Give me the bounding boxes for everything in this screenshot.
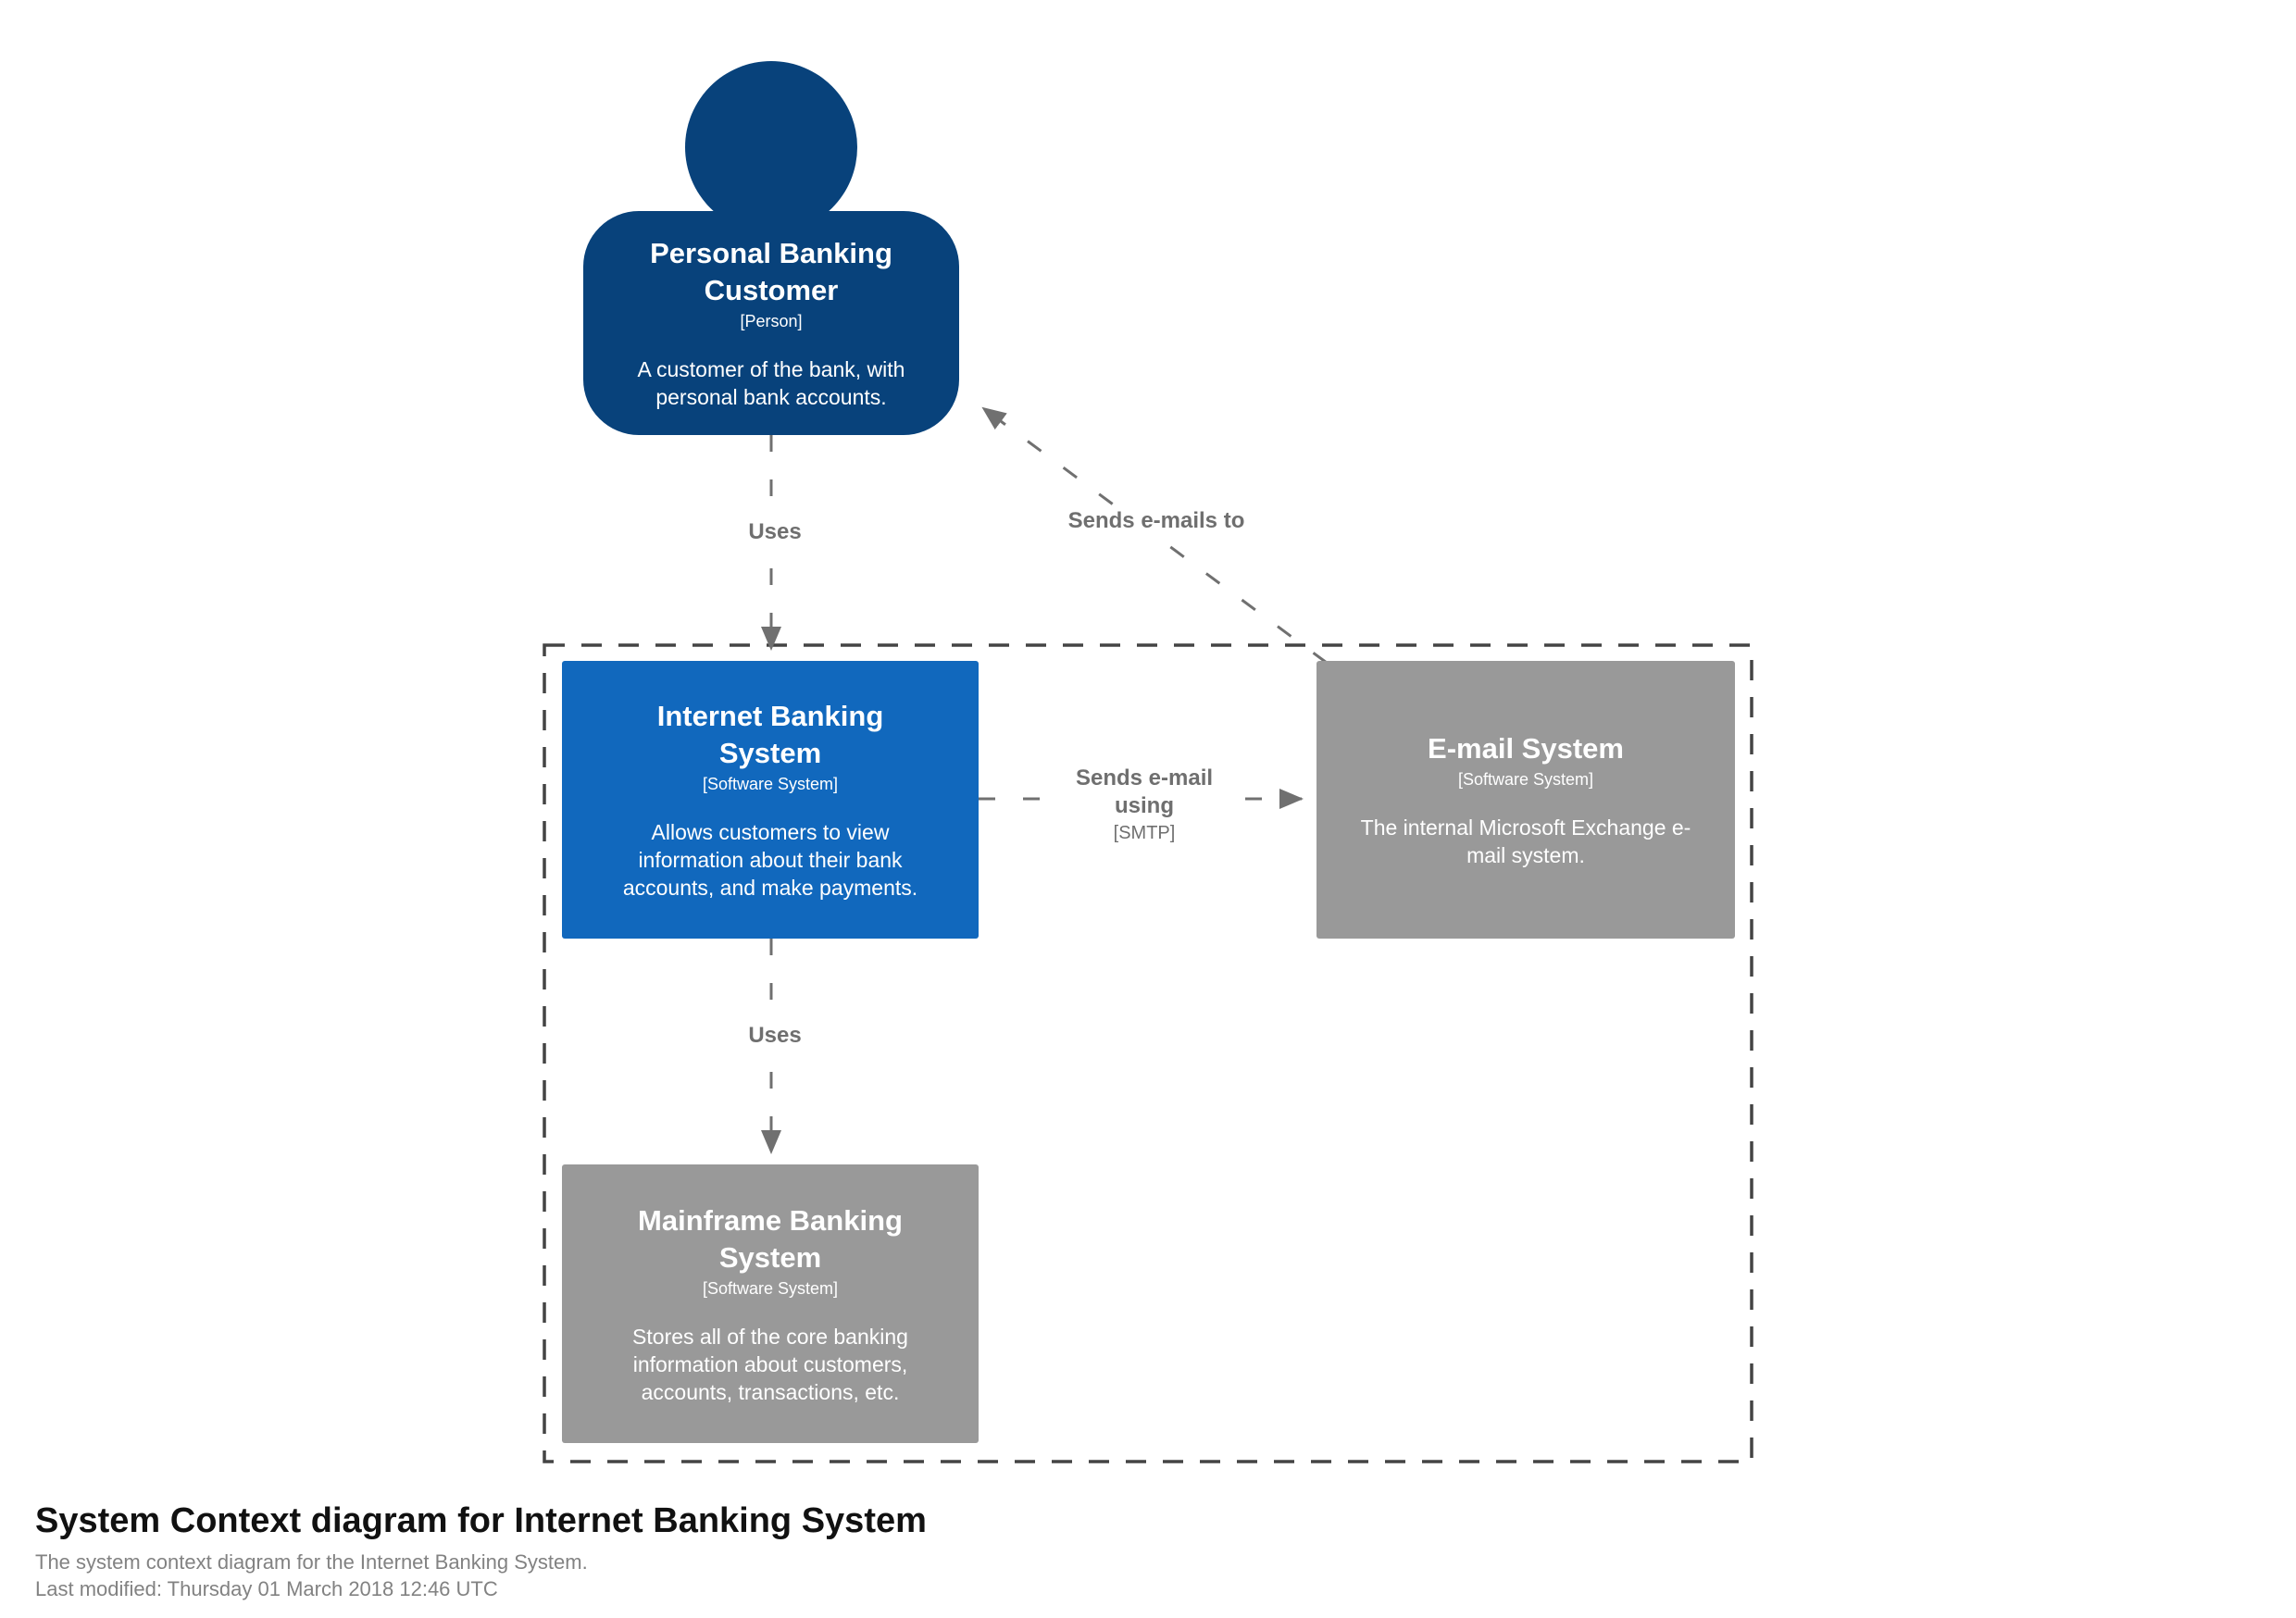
edge-label-sends-email-using: Sends e-mail using [SMTP] [1048, 763, 1241, 848]
edge-email-sends-emails-to-customer [981, 406, 1328, 665]
node-type: [Person] [740, 312, 803, 330]
edge-label-uses-mainframe: Uses [716, 1020, 834, 1052]
node-description: Allows customers to view information abo… [622, 820, 918, 900]
diagram-last-modified: Last modified: Thursday 01 March 2018 12… [35, 1577, 498, 1600]
node-description: A customer of the bank, with personal ba… [637, 357, 905, 409]
node-internet-banking-system[interactable]: Internet Banking System [Software System… [562, 661, 979, 939]
diagram-subtitle: The system context diagram for the Inter… [35, 1550, 588, 1574]
edge-label-technology: [SMTP] [1113, 823, 1176, 843]
diagram-title: System Context diagram for Internet Bank… [35, 1501, 927, 1540]
edge-label-uses-customer: Uses [716, 517, 834, 548]
node-type: [Software System] [702, 1278, 839, 1298]
node-name: Mainframe Banking System [638, 1203, 903, 1274]
node-name: Internet Banking System [656, 700, 884, 769]
node-description: The internal Microsoft Exchange e-mail s… [1360, 815, 1691, 867]
node-email-system[interactable]: E-mail System [Software System] The inte… [1316, 661, 1735, 939]
node-description: Stores all of the core banking informati… [632, 1324, 908, 1404]
node-name: E-mail System [1428, 732, 1624, 765]
person-head-shape [685, 61, 857, 233]
edge-label-text: Sends e-mail using [1075, 765, 1214, 818]
node-type: [Software System] [702, 775, 839, 793]
node-mainframe-banking-system[interactable]: Mainframe Banking System [Software Syste… [562, 1164, 979, 1443]
title-block: System Context diagram for Internet Bank… [35, 1500, 927, 1602]
node-personal-banking-customer[interactable]: Personal Banking Customer [Person] A cus… [583, 211, 959, 435]
node-name: Personal Banking Customer [650, 237, 892, 306]
node-type: [Software System] [1457, 770, 1594, 789]
enterprise-boundary [543, 643, 1753, 1463]
edge-label-sends-emails-to: Sends e-mails to [1023, 505, 1290, 537]
